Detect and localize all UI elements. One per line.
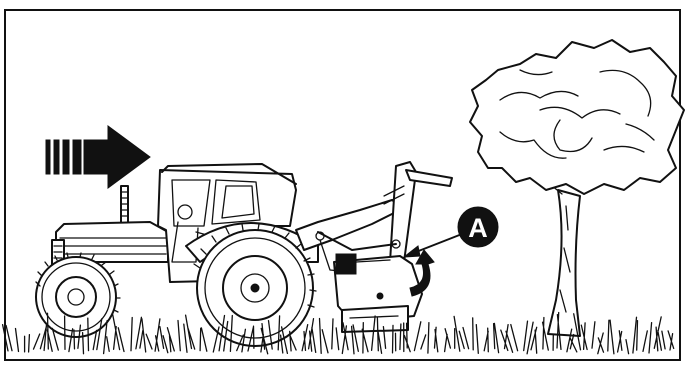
tractor — [36, 164, 318, 346]
callout-a: A — [404, 207, 498, 257]
tree — [470, 40, 684, 336]
callout-label: A — [468, 213, 488, 243]
direction-arrow-icon — [46, 126, 150, 188]
front-wheel — [36, 253, 120, 337]
